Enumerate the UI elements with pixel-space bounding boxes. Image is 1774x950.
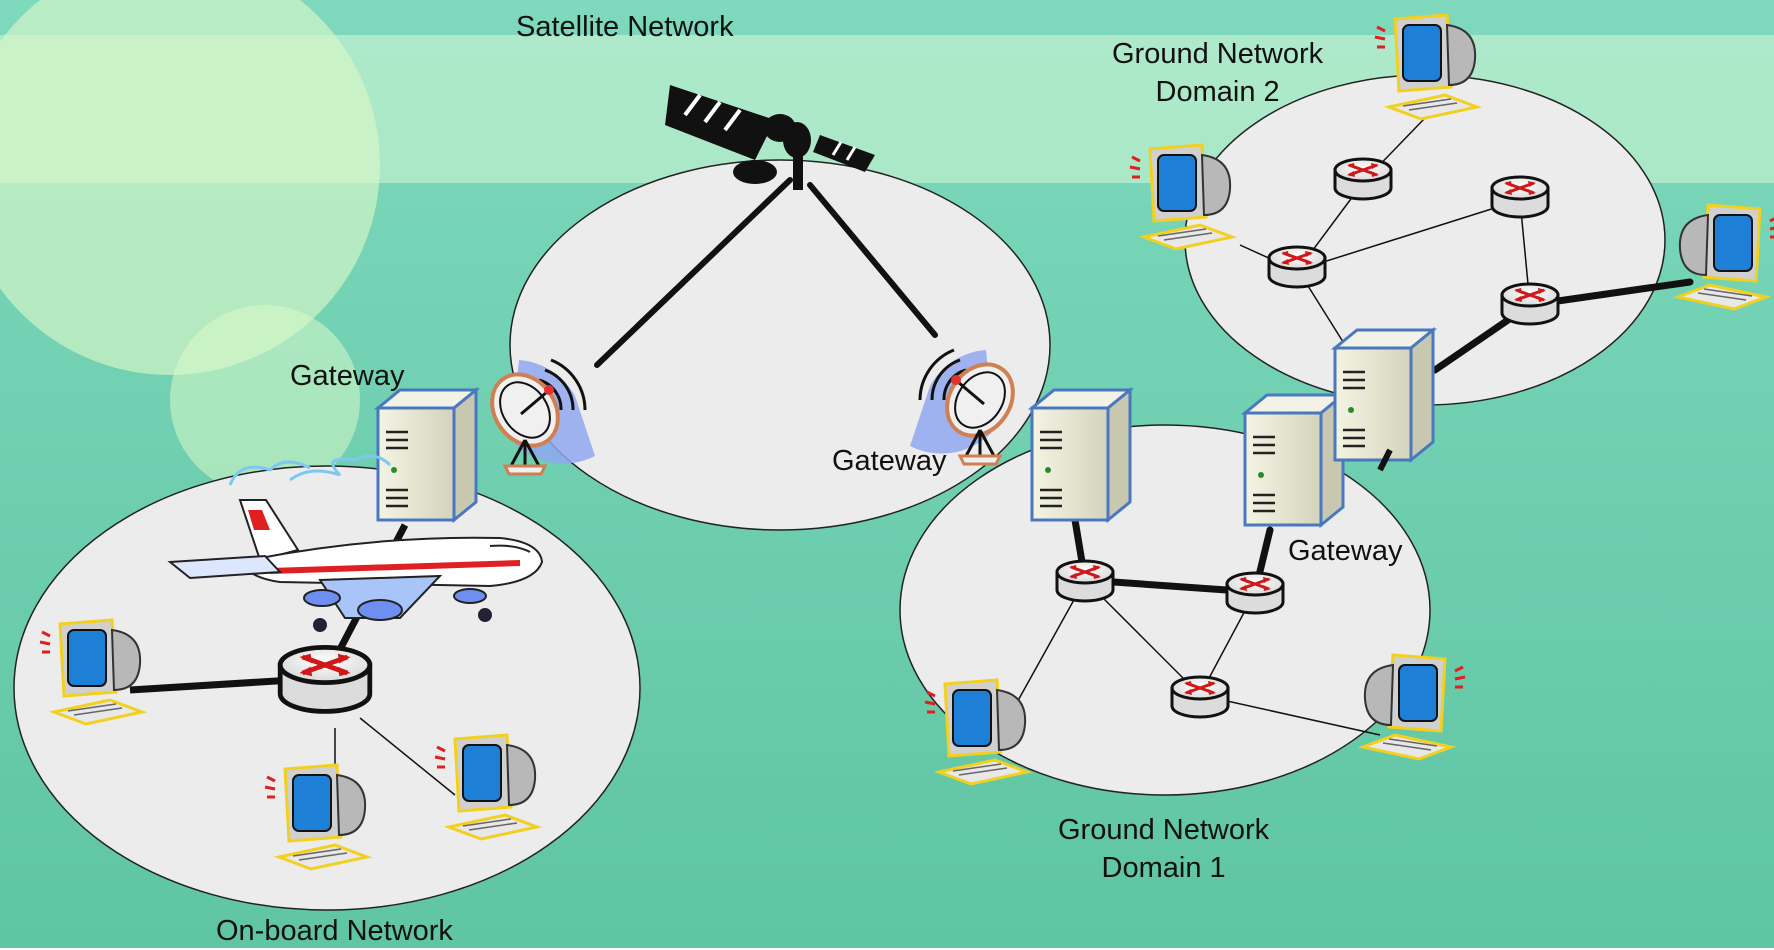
- ground1-router-right-icon: [1225, 571, 1285, 615]
- background-blob-small: [170, 305, 360, 495]
- onboard-router-icon: [280, 647, 370, 711]
- ground-domain-2-label-line2: Domain 2: [1155, 76, 1280, 108]
- satellite-network-label: Satellite Network: [516, 11, 734, 43]
- satellite-network-area: [509, 159, 1051, 531]
- ground-domain-2-label-line1: Ground Network: [1112, 38, 1324, 70]
- onboard-gateway-server-icon: [376, 388, 478, 522]
- ground2-router-right-icon: [1490, 175, 1550, 219]
- gateway-onboard-label: Gateway: [290, 360, 405, 392]
- ground-domain-1-label-line2: Domain 1: [1101, 852, 1226, 884]
- ground-domain-1-label-line1: Ground Network: [1058, 814, 1270, 846]
- ground1-gateway-server-right-icon: [1243, 393, 1345, 527]
- ground-domain-2-label: Ground Network Domain 2: [1112, 35, 1323, 111]
- ground2-router-bottom-icon: [1500, 282, 1560, 326]
- satellite-icon: [665, 85, 875, 190]
- ground1-router-left-icon: [1055, 559, 1115, 603]
- gateway-ground1-label: Gateway: [1288, 535, 1403, 567]
- onboard-network-label: On-board Network: [216, 915, 453, 947]
- ground2-router-top-icon: [1333, 157, 1393, 201]
- ground2-router-left-icon: [1267, 245, 1327, 289]
- gateway-links: [1377, 448, 1393, 472]
- gateway-satellite-ground-label: Gateway: [832, 445, 947, 477]
- ground1-gateway-server-left-icon: [1030, 388, 1132, 522]
- airplane-icon: [167, 454, 544, 632]
- ground1-router-bottom-icon: [1170, 675, 1230, 719]
- background-blob-large: [0, 0, 380, 375]
- ground-domain-1-label: Ground Network Domain 1: [1058, 811, 1269, 887]
- satellite-links: [594, 177, 938, 368]
- ground2-gateway-server-icon: [1333, 328, 1435, 462]
